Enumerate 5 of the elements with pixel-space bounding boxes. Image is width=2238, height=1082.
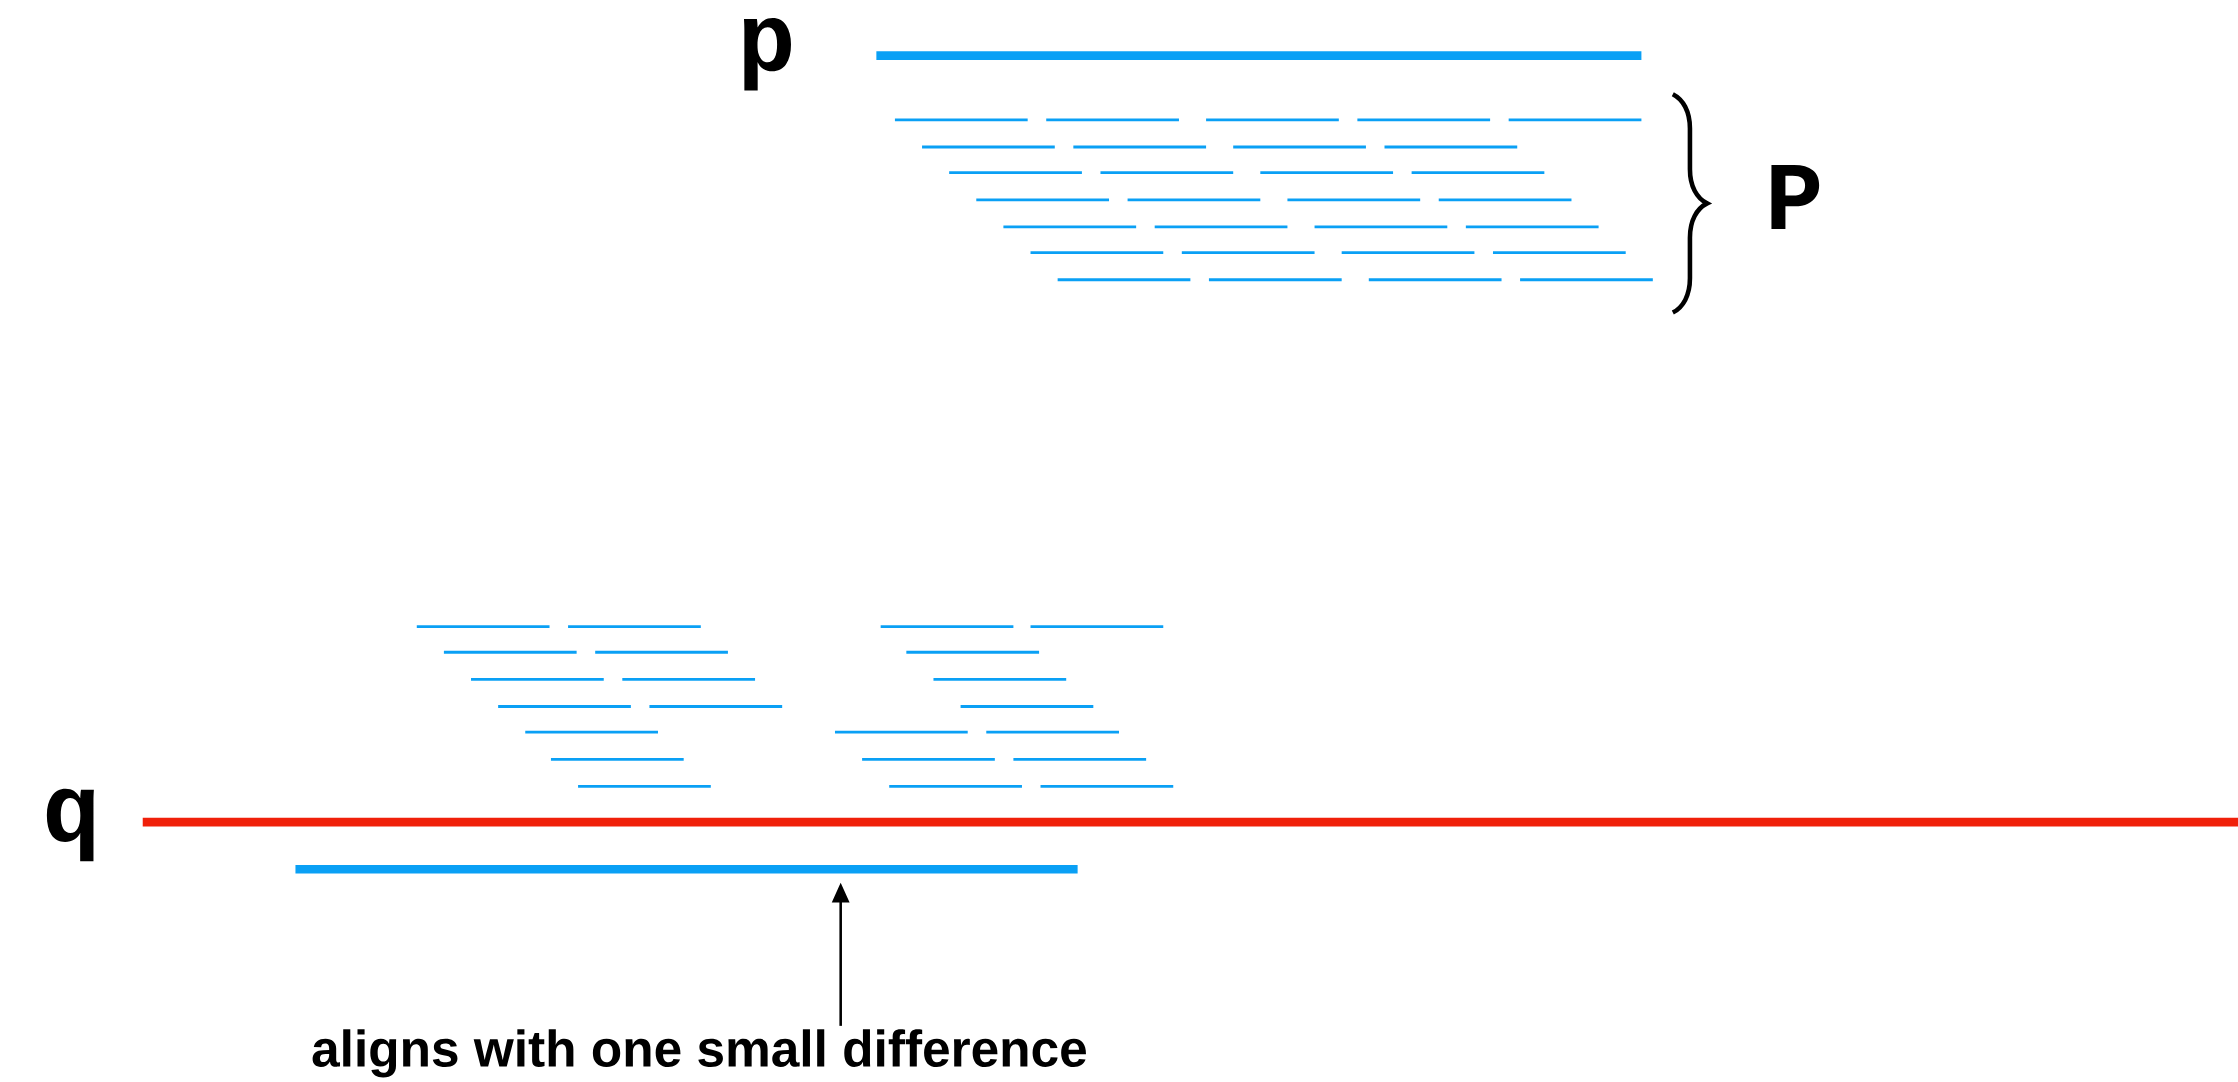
sequence-label: P [1771,165,1820,229]
aligned-segment [295,865,1078,874]
caption-text: aligns with one small difference [312,1029,1086,1078]
sequence-label: p [744,18,791,91]
sequence-label: q [46,788,94,862]
